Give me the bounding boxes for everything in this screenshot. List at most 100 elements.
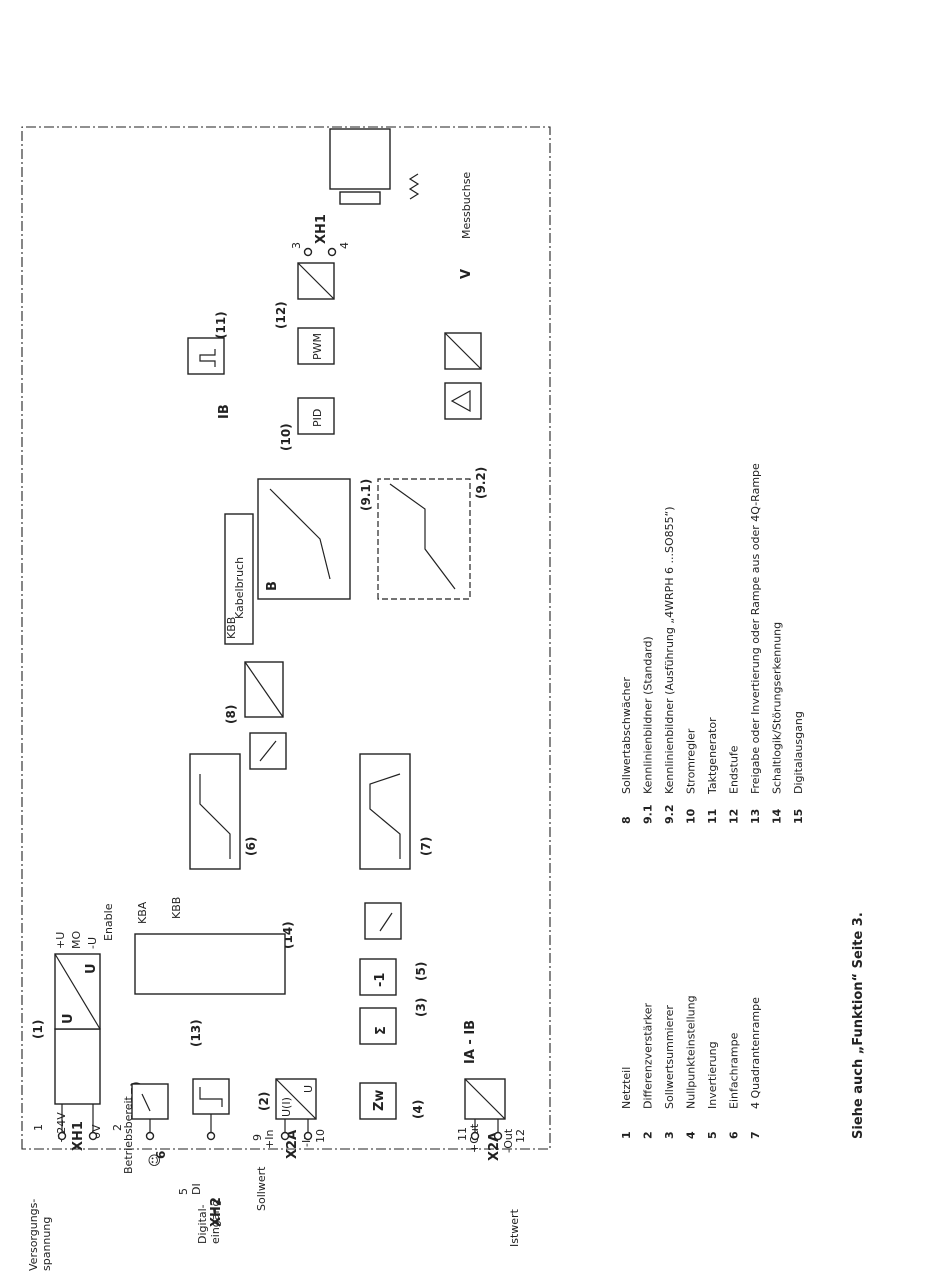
invert-switch [364,902,402,940]
legend-num-10: 10 [685,808,698,824]
rectifier-block [54,1028,101,1105]
pin2-num: 2 [111,1124,124,1131]
connector-xh1-out: XH1 [314,214,329,244]
legend-num-14: 14 [771,808,784,824]
legend-num-12: 12 [728,809,741,824]
signal-kbb-out: KBB [225,617,238,639]
pin9-signal: +In [263,1130,276,1149]
pin6-num: 6 [154,1151,168,1159]
zero-point-block [359,1082,397,1120]
pin5-num: 5 [177,1188,190,1195]
pid-text: PID [311,409,324,427]
legend-text-15: Digitalausgang [792,711,805,794]
terminal-2 [88,1131,98,1141]
pin5-signal: DI [190,1183,203,1195]
pin12-num: 12 [514,1129,527,1143]
legend-text-2: Sollwertsummierer [663,1005,676,1109]
footer-suffix: . [851,912,866,917]
block-11-label: (11) [214,311,228,339]
signal-enable: Enable [102,903,115,941]
diff-amp-out: U [302,1085,315,1093]
valve-spring [408,173,420,200]
legend-num-9: 9.2 [663,805,676,825]
terminal-10 [303,1131,313,1141]
legend-text-7: Sollwertabschwächer [620,677,633,794]
voltage-v: V [459,269,474,279]
sigma-text: Σ [374,1026,389,1035]
current-iab: IA - IB [463,1020,478,1064]
label-supply-2: spannung [40,1217,53,1271]
connector-xh1: XH1 [71,1121,86,1151]
terminal-6 [145,1131,155,1141]
legend-num-6: 7 [749,1131,762,1139]
valve-solenoid [329,128,391,190]
block-6-label: (6) [244,837,258,856]
legend-num-7: 8 [620,816,633,824]
zw-text: Zw [372,1090,387,1111]
pwm-block [297,327,335,365]
label-supply-1: Versorgungs- [27,1199,40,1271]
footer-prefix: Siehe auch „Funktion“ Seite [851,926,866,1139]
terminal-11 [470,1131,480,1141]
legend-text-1: Differenzverstärker [642,1002,655,1109]
signal-plus-u: +U [54,932,67,949]
label-digital-2: eingang [209,1200,222,1244]
footer-note: Siehe auch „Funktion“ Seite 3. [851,912,866,1139]
block-3-label: (3) [414,998,428,1017]
legend-text-3: Nullpunkteinstellung [685,995,698,1109]
legend-num-1: 2 [642,1131,655,1139]
logic-block [134,933,286,995]
pin3-num: 3 [290,242,303,249]
cable-break-block [224,513,254,645]
label-actual: Istwert [508,1208,521,1247]
legend-num-5: 6 [728,1131,741,1139]
block-1-label: (1) [31,1020,45,1039]
label-digital-1: Digital- [196,1204,209,1244]
diff-amp-in: U(I) [280,1097,293,1117]
block-13-label: (13) [189,1019,203,1047]
terminal-1 [57,1131,67,1141]
clock-block [187,337,225,375]
signal-mo: MO [70,931,83,949]
4q-ramp-block [359,753,411,870]
footer-page-link: 3 [851,917,866,926]
single-ramp-block [189,753,241,870]
ps-u-out: U [84,963,99,974]
kabelbruch-text: Kabelbruch [233,557,246,619]
block-91-label: (9.1) [359,479,373,511]
block-4-label: (4) [411,1100,425,1119]
block-10-label: (10) [279,423,293,451]
legend-text-0: Netzteil [620,1067,633,1109]
pid-block [297,397,335,435]
signal-messbuchse: Messbuchse [460,172,473,239]
legend-num-8: 9.1 [642,805,655,825]
legend-text-12: Endstufe [728,745,741,794]
legend: 1Netzteil2Differenzverstärker3Sollwertsu… [620,463,805,1139]
ps-u-in: U [61,1013,76,1024]
terminal-4 [327,247,337,257]
pwm-text: PWM [311,333,324,360]
pin4-num: 4 [338,242,351,249]
summer-block [359,1007,397,1045]
minus1-text: -1 [373,973,388,987]
smiley-icon: ☺ [148,1153,163,1167]
terminal-9 [280,1131,290,1141]
legend-num-11: 11 [706,809,719,824]
pin12-signal: -Out [502,1128,515,1153]
block-7-label: (7) [419,837,433,856]
legend-text-14: Schaltlogik/Störungserkennung [771,622,784,794]
module-enclosure [21,126,551,1150]
pin1-num: 1 [32,1124,45,1131]
block-5-label: (5) [414,962,428,981]
legend-num-13: 13 [749,809,762,824]
b-letter: B [265,581,280,591]
connector-xh2: XH2 [209,1197,224,1227]
pin10-num: 10 [314,1129,327,1143]
terminal-12 [493,1131,503,1141]
legend-num-0: 1 [620,1131,633,1139]
legend-text-10: Stromregler [685,728,698,794]
block-8-label: (8) [224,705,238,724]
